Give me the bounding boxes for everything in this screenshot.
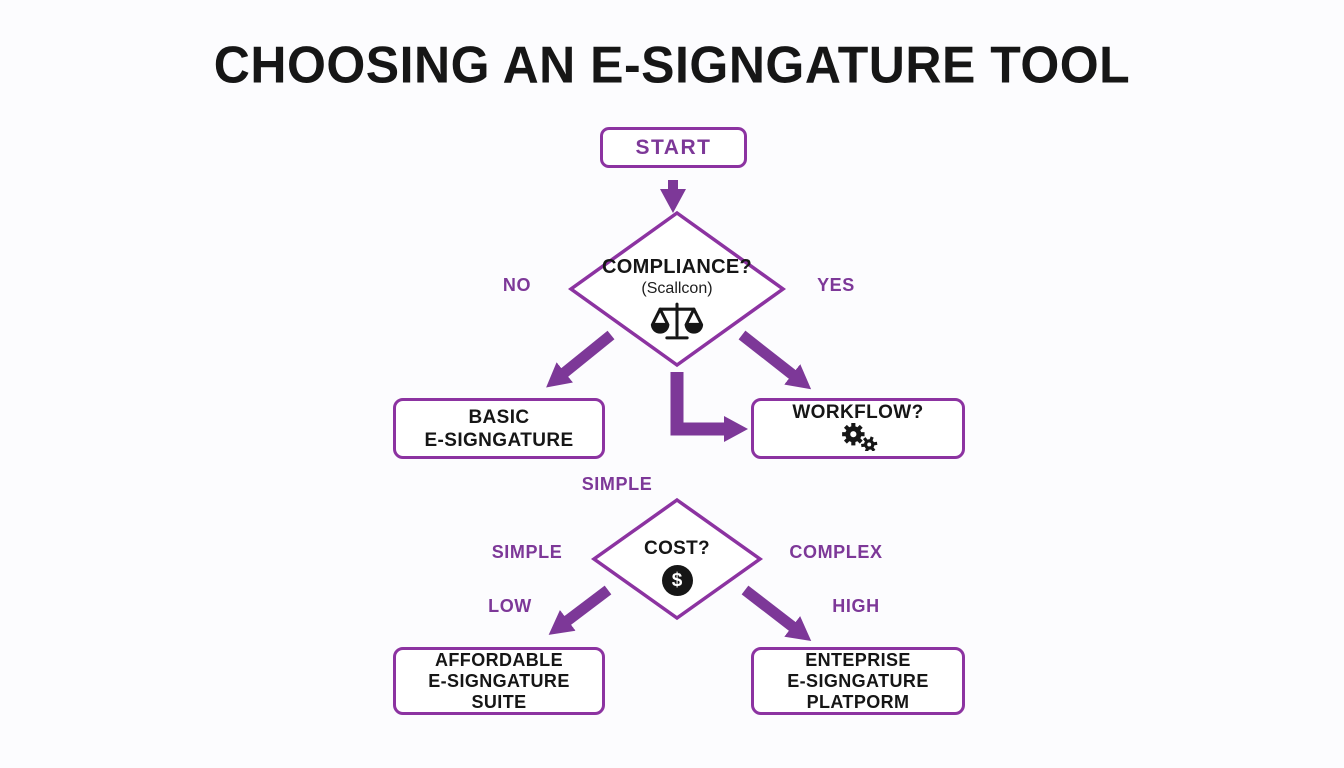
arrow-cost-high [741, 585, 812, 642]
edge-label-simple-left: SIMPLE [491, 542, 563, 562]
enterprise-line1: ENTEPRISE [805, 649, 911, 670]
arrow-compliance-to-workflow [670, 372, 748, 442]
page-title: CHOOSING AN E-SIGNGATURE TOOL [213, 35, 1131, 95]
balance-scale-icon [572, 301, 782, 346]
cost-decision: COST? $ [594, 538, 760, 596]
edge-label-low: LOW [488, 596, 532, 616]
edge-label-high: HIGH [832, 596, 880, 616]
dollar-icon: $ [661, 565, 693, 596]
edge-label-yes: YES [817, 275, 855, 295]
basic-line1: BASIC [468, 406, 530, 428]
arrow-compliance-no [546, 330, 615, 388]
edge-label-no: NO [502, 275, 532, 295]
compliance-label: COMPLIANCE? [602, 256, 752, 278]
affordable-line2: E-SIGNGATURE [428, 670, 570, 691]
start-node: START [600, 127, 747, 168]
compliance-diamond [567, 210, 787, 368]
start-label: START [635, 135, 712, 159]
enterprise-line3: PLATPORM [806, 691, 910, 712]
affordable-line3: SUITE [471, 691, 527, 712]
affordable-line1: AFFORDABLE [435, 649, 563, 670]
arrow-compliance-yes [738, 330, 812, 390]
arrow-cost-low [548, 585, 612, 635]
enterprise-line2: E-SIGNGATURE [787, 670, 929, 691]
basic-esignature-node: BASIC E-SIGNGATURE [393, 398, 605, 459]
gears-icon [837, 422, 879, 456]
enterprise-platform-node: ENTEPRISE E-SIGNGATURE PLATPORM [751, 647, 965, 715]
cost-label: COST? [644, 538, 710, 559]
edge-label-simple-top: SIMPLE [581, 474, 653, 494]
edge-label-complex: COMPLEX [789, 542, 883, 562]
compliance-sublabel: (Scallcon) [641, 280, 713, 297]
cost-diamond [590, 497, 764, 621]
workflow-label: WORKFLOW? [792, 401, 924, 423]
affordable-suite-node: AFFORDABLE E-SIGNGATURE SUITE [393, 647, 605, 715]
compliance-decision: COMPLIANCE? (Scallcon) [572, 256, 782, 346]
workflow-decision-node: WORKFLOW? [751, 398, 965, 459]
basic-line2: E-SIGNGATURE [424, 429, 574, 451]
